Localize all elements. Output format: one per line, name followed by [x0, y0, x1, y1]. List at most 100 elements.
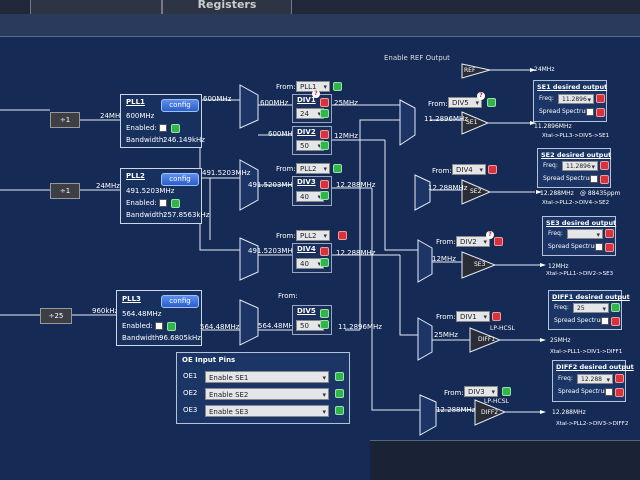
se3-freq-lock-icon[interactable]: [605, 229, 614, 238]
diff2-spread-checkbox[interactable]: [605, 388, 613, 396]
div3-from-label: From:: [276, 165, 296, 173]
diff2-freq-label: Freq:: [558, 375, 573, 382]
div1-help-icon[interactable]: ?: [312, 90, 320, 98]
diff2-spread-lock-icon[interactable]: [615, 388, 624, 397]
input-divider-2[interactable]: ÷1: [50, 183, 80, 199]
pll3-config-button[interactable]: config: [161, 295, 199, 308]
div2-lock-icon[interactable]: [320, 130, 329, 139]
oe-row-apply-icon[interactable]: [335, 389, 344, 398]
div4-from-select[interactable]: PLL2: [296, 230, 330, 241]
se2-from-select[interactable]: DIV4: [452, 164, 486, 175]
diff1-from-select[interactable]: DIV1: [456, 311, 490, 322]
diff1-in: 25MHz: [434, 331, 458, 339]
diff2-freq-lock-icon[interactable]: [615, 374, 624, 383]
se2-spread-lock-icon[interactable]: [600, 175, 609, 184]
diff2-from-select[interactable]: DIV3: [464, 386, 498, 397]
se3-from-select[interactable]: DIV2: [456, 236, 490, 247]
pll1-apply-icon[interactable]: [171, 124, 180, 133]
oe-row-select[interactable]: Enable SE3: [205, 405, 329, 418]
se2-freq-input[interactable]: 11.2896: [562, 161, 598, 172]
div5-name: DIV5: [297, 307, 316, 315]
se3-lock-icon[interactable]: [494, 237, 503, 246]
se1-freq-input[interactable]: 11.2896: [558, 94, 594, 105]
div1-box: DIV1 24: [292, 94, 332, 123]
pll1-enabled-checkbox[interactable]: [159, 124, 167, 132]
diff1-desired-output-panel: DIFF1 desired output Freq: 25 Spread Spe…: [548, 290, 630, 330]
se3-help-icon[interactable]: ?: [486, 231, 494, 239]
se2-buffer-label: SE2: [470, 188, 482, 195]
enable-ref-output-label: Enable REF Output: [384, 54, 450, 62]
input-divider-3-out: 960kHz: [92, 307, 119, 315]
input-divider-2-label: ÷1: [59, 187, 71, 195]
se1-spread-lock-icon[interactable]: [596, 108, 605, 117]
se3-spread-lock-icon[interactable]: [605, 243, 614, 252]
input-divider-3[interactable]: ÷25: [40, 308, 72, 324]
pll1-config-button[interactable]: config: [161, 99, 199, 112]
se1-apply-icon[interactable]: [487, 98, 496, 107]
diff2-apply-icon[interactable]: [502, 387, 511, 396]
diff1-spread-lock-icon[interactable]: [611, 317, 620, 326]
oe-row-apply-icon[interactable]: [335, 406, 344, 415]
se2-ppm: @ 88435ppm: [580, 190, 621, 197]
se3-out: 12MHz: [548, 263, 569, 270]
pll3-title: PLL3: [122, 295, 141, 303]
diff2-in: 12.288MHz: [436, 406, 476, 414]
div3-from-select[interactable]: PLL2: [296, 163, 330, 174]
oe-row-label: OE1: [183, 372, 198, 380]
se1-desired-output-panel: SE1 desired output Freq: 11.2896 Spread …: [533, 80, 607, 122]
se3-freq-input[interactable]: [567, 229, 603, 240]
div1-apply-icon[interactable]: [320, 109, 329, 118]
pll3-block: PLL3 config 564.48MHz Enabled: Bandwidth…: [116, 290, 202, 346]
div3-lock-icon[interactable]: [320, 180, 329, 189]
diff2-type: LP-HCSL: [484, 398, 509, 405]
div3-apply-icon[interactable]: [320, 191, 329, 200]
pll2-enabled-checkbox[interactable]: [159, 199, 167, 207]
diff1-lock-icon[interactable]: [492, 312, 501, 321]
oe-input-pins-panel: OE Input Pins OE1 Enable SE1 OE2 Enable …: [176, 352, 350, 424]
oe-row-select[interactable]: Enable SE2: [205, 388, 329, 401]
input-divider-1[interactable]: ÷1: [50, 112, 80, 128]
se1-from-select[interactable]: DIV5: [448, 97, 482, 108]
se1-spread-checkbox[interactable]: [586, 108, 594, 116]
diff2-freq-input[interactable]: 12.288: [577, 374, 613, 385]
se2-panel-title: SE2 desired output: [541, 151, 612, 159]
div5-apply-icon[interactable]: [320, 309, 329, 318]
se1-freq-label: Freq:: [539, 95, 554, 102]
se2-spread-checkbox[interactable]: [590, 175, 598, 183]
se1-freq-lock-icon[interactable]: [596, 94, 605, 103]
diff2-path: Xtal->PLL2->DIV3->DIFF2: [556, 421, 629, 427]
div3-from-apply-icon[interactable]: [333, 164, 342, 173]
oe-row-select[interactable]: Enable SE1: [205, 371, 329, 384]
div4-from-lock-icon[interactable]: [338, 231, 347, 240]
oe-row-apply-icon[interactable]: [335, 372, 344, 381]
pll2-apply-icon[interactable]: [171, 199, 180, 208]
se3-spread-checkbox[interactable]: [595, 243, 603, 251]
diff1-spread-checkbox[interactable]: [601, 317, 609, 325]
diff1-out: 25MHz: [550, 337, 571, 344]
pll3-apply-icon[interactable]: [167, 322, 176, 331]
diff1-from-label: From:: [436, 313, 456, 321]
ref-buffer-label: REF: [464, 67, 476, 74]
se1-help-icon[interactable]: ?: [477, 92, 485, 100]
div5-apply-icon-2[interactable]: [320, 320, 329, 329]
div4-apply-icon[interactable]: [320, 258, 329, 267]
pll2-block: PLL2 config 491.5203MHz Enabled: Bandwid…: [120, 168, 209, 224]
div2-apply-icon[interactable]: [320, 141, 329, 150]
div1-from-apply-icon[interactable]: [333, 82, 342, 91]
div1-lock-icon[interactable]: [320, 98, 329, 107]
diff1-freq-input[interactable]: 25: [573, 303, 609, 314]
pll2-bandwidth: 257.8563kHz: [163, 211, 210, 219]
se2-freq-lock-icon[interactable]: [600, 161, 609, 170]
pll2-config-button[interactable]: config: [161, 173, 199, 186]
se2-lock-icon[interactable]: [488, 165, 497, 174]
pll3-enabled-checkbox[interactable]: [155, 322, 163, 330]
div4-lock-icon[interactable]: [320, 247, 329, 256]
input-divider-1-out: 24MHz: [100, 112, 124, 120]
div2-name: DIV2: [297, 128, 316, 136]
pll3-bandwidth-label: Bandwidth:: [122, 334, 162, 342]
diff1-freq-apply-icon[interactable]: [611, 303, 620, 312]
se1-out: 11.2896MHz: [534, 123, 572, 130]
div3-name: DIV3: [297, 178, 316, 186]
pll2-title: PLL2: [126, 172, 145, 180]
